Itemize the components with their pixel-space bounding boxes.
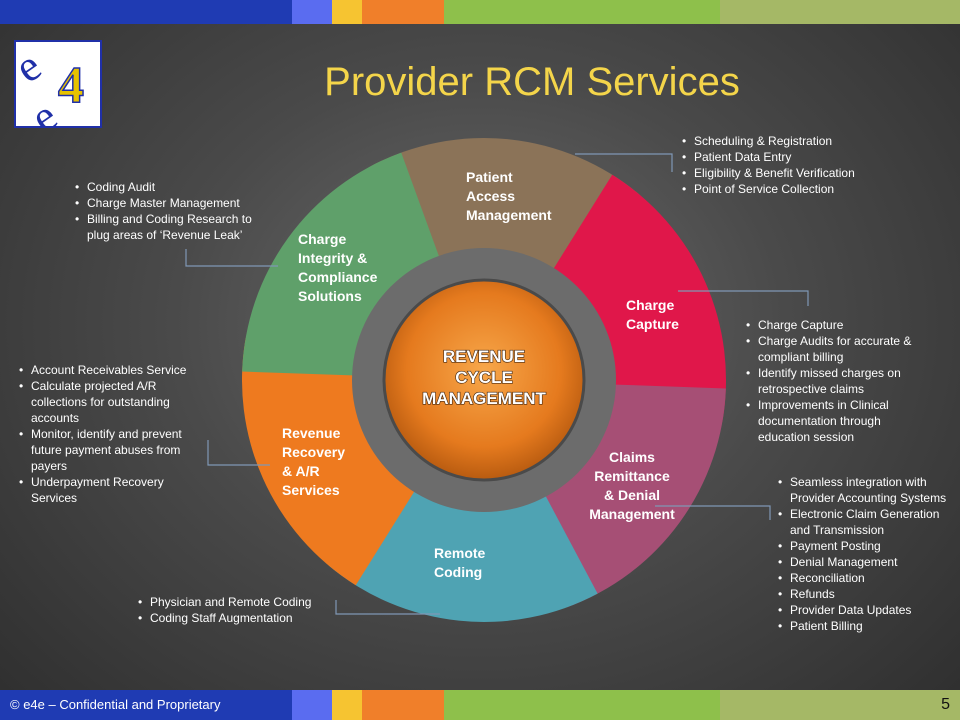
notes-charge-capture: Charge Capture Charge Audits for accurat… (746, 317, 931, 445)
top-bar-segment (332, 0, 362, 24)
segment-claims-remittance (527, 384, 726, 608)
footer-bar-segment (362, 690, 444, 720)
note-item: Charge Master Management (75, 195, 275, 211)
footer-confidential-text: © e4e – Confidential and Proprietary (10, 697, 221, 712)
connector-charge-capture (678, 290, 809, 306)
top-bar-segment (720, 0, 960, 24)
note-item: Underpayment Recovery Services (19, 474, 211, 506)
notes-remote-coding: Physician and Remote Coding Coding Staff… (138, 594, 338, 626)
note-item: Coding Staff Augmentation (138, 610, 338, 626)
footer-bar-segment (720, 690, 960, 720)
segment-charge-integrity (242, 152, 441, 376)
note-item: Billing and Coding Research to plug area… (75, 211, 275, 243)
note-item: Account Receivables Service (19, 362, 211, 378)
note-item: Provider Data Updates (778, 602, 953, 618)
footer-bar-segment (444, 690, 720, 720)
note-item: Charge Capture (746, 317, 931, 333)
notes-patient-access: Scheduling & Registration Patient Data E… (682, 133, 862, 197)
note-item: Identify missed charges on retrospective… (746, 365, 931, 397)
note-item: Payment Posting (778, 538, 953, 554)
note-item: Eligibility & Benefit Verification (682, 165, 862, 181)
notes-revenue-recovery: Account Receivables Service Calculate pr… (19, 362, 211, 506)
note-item: Point of Service Collection (682, 181, 862, 197)
svg-text:4: 4 (58, 57, 84, 114)
note-item: Physician and Remote Coding (138, 594, 338, 610)
footer-bar-segment (292, 690, 332, 720)
segment-revenue-recovery (241, 337, 417, 586)
connector-claims (655, 505, 771, 520)
center-circle (382, 278, 586, 482)
connector-charge-integrity (185, 249, 278, 267)
note-item: Electronic Claim Generation and Transmis… (778, 506, 953, 538)
note-item: Reconciliation (778, 570, 953, 586)
top-bar-segment (444, 0, 720, 24)
note-item: Improvements in Clinical documentation t… (746, 397, 931, 445)
note-item: Scheduling & Registration (682, 133, 862, 149)
footer-bar-segment (0, 690, 292, 720)
top-color-bar (0, 0, 960, 24)
segment-charge-capture (551, 174, 726, 423)
note-item: Patient Data Entry (682, 149, 862, 165)
note-item: Refunds (778, 586, 953, 602)
page-number: 5 (941, 696, 950, 713)
note-item: Denial Management (778, 554, 953, 570)
footer-color-bar (0, 690, 960, 720)
top-bar-segment (0, 0, 292, 24)
top-bar-segment (292, 0, 332, 24)
note-item: Patient Billing (778, 618, 953, 634)
note-item: Coding Audit (75, 179, 275, 195)
top-bar-segment (362, 0, 444, 24)
notes-claims: Seamless integration with Provider Accou… (778, 474, 953, 634)
note-item: Seamless integration with Provider Accou… (778, 474, 953, 506)
page-title: Provider RCM Services (324, 60, 740, 104)
note-item: Calculate projected A/R collections for … (19, 378, 211, 426)
note-item: Monitor, identify and prevent future pay… (19, 426, 211, 474)
connector-patient-access (575, 153, 673, 172)
footer-bar-segment (332, 690, 362, 720)
note-item: Charge Audits for accurate & compliant b… (746, 333, 931, 365)
notes-charge-integrity: Coding Audit Charge Master Management Bi… (75, 179, 275, 243)
e4e-logo: e 4 e (14, 40, 102, 128)
